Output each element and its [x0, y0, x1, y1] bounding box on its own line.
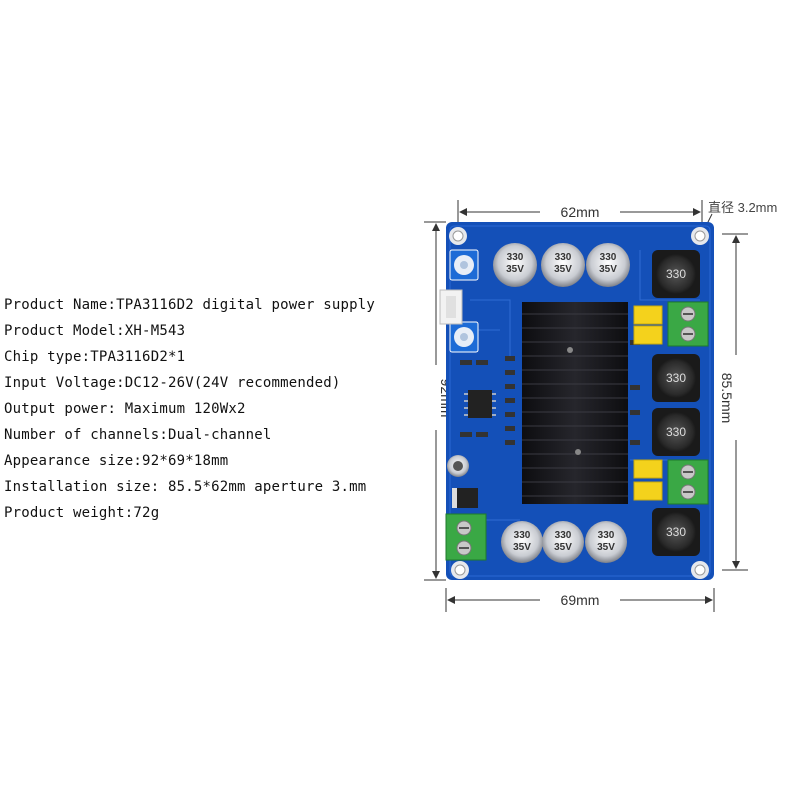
svg-text:35V: 35V — [597, 542, 615, 553]
diode — [452, 488, 478, 508]
svg-text:330: 330 — [600, 252, 617, 263]
svg-text:35V: 35V — [599, 264, 617, 275]
spec-channels: Number of channels:Dual-channel — [4, 427, 272, 443]
dim-right-label: 85.5mm — [719, 373, 735, 424]
svg-text:330: 330 — [666, 267, 686, 281]
inductor: 330 — [652, 354, 700, 402]
capacitor: 330 35V — [541, 243, 585, 287]
spec-product-name: Product Name:TPA3116D2 digital power sup… — [4, 297, 376, 313]
capacitor: 330 35V — [586, 243, 630, 287]
svg-text:35V: 35V — [506, 264, 524, 275]
film-capacitors-top — [633, 305, 663, 345]
spec-appearance-size: Appearance size:92*69*18mm — [4, 453, 229, 469]
heatsink — [522, 302, 628, 504]
inductor: 330 — [652, 250, 700, 298]
dimension-bottom: 69mm — [445, 588, 715, 612]
spec-product-model: Product Model:XH-M543 — [4, 323, 186, 339]
dim-bottom-label: 69mm — [561, 592, 600, 608]
film-capacitors-bottom — [633, 459, 663, 501]
svg-text:330: 330 — [507, 252, 524, 263]
dimension-right: 85.5mm — [719, 233, 748, 571]
speaker-terminal-bottom — [667, 459, 709, 505]
spec-list: Product Name:TPA3116D2 digital power sup… — [4, 292, 375, 526]
input-connector — [439, 289, 463, 325]
capacitor: 330 35V — [493, 243, 537, 287]
speaker-terminal-top — [667, 301, 709, 347]
svg-text:330: 330 — [514, 530, 531, 541]
svg-text:330: 330 — [666, 425, 686, 439]
spec-chip-type: Chip type:TPA3116D2*1 — [4, 349, 186, 365]
svg-text:35V: 35V — [554, 542, 572, 553]
dim-top-label: 62mm — [561, 204, 600, 220]
power-terminal — [445, 513, 487, 561]
svg-text:330: 330 — [598, 530, 615, 541]
dim-hole-label: 直径 3.2mm — [708, 200, 777, 215]
capacitor: 330 35V — [542, 521, 584, 563]
svg-text:330: 330 — [666, 525, 686, 539]
mounting-holes — [449, 227, 709, 579]
svg-text:35V: 35V — [554, 264, 572, 275]
capacitor: 330 35V — [585, 521, 627, 563]
spec-input-voltage: Input Voltage:DC12-26V(24V recommended) — [4, 375, 341, 391]
spec-weight: Product weight:72g — [4, 505, 160, 521]
small-capacitor — [447, 455, 469, 477]
svg-text:330: 330 — [666, 371, 686, 385]
potentiometer-volume — [449, 249, 479, 281]
capacitor: 330 35V — [501, 521, 543, 563]
inductor: 330 — [652, 408, 700, 456]
opamp-chip — [464, 390, 496, 418]
inductor: 330 — [652, 508, 700, 556]
potentiometer-balance — [449, 321, 479, 353]
svg-text:330: 330 — [555, 530, 572, 541]
spec-installation-size: Installation size: 85.5*62mm aperture 3.… — [4, 479, 367, 495]
svg-text:330: 330 — [555, 252, 572, 263]
spec-output-power: Output power: Maximum 120Wx2 — [4, 401, 246, 417]
svg-text:35V: 35V — [513, 542, 531, 553]
dimension-top: 62mm — [457, 200, 703, 228]
